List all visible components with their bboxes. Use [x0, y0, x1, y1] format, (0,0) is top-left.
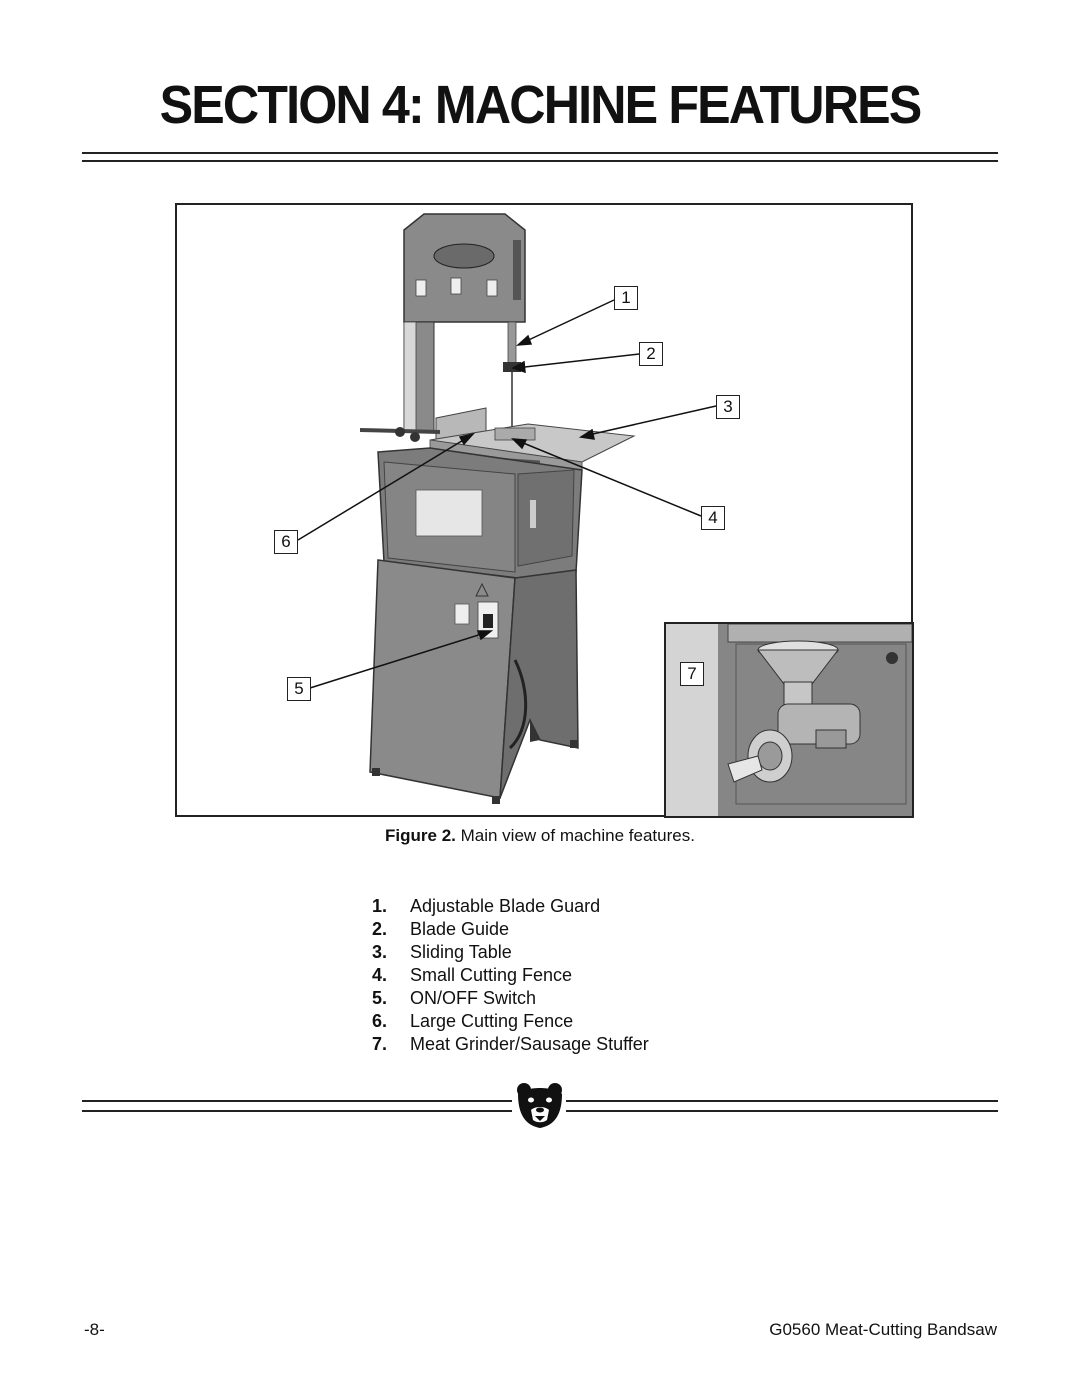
list-item-number: 1. — [372, 896, 388, 916]
footer-rule-right-1 — [566, 1100, 998, 1102]
list-item: 7. Meat Grinder/Sausage Stuffer — [372, 1033, 649, 1056]
list-item: 5. ON/OFF Switch — [372, 987, 649, 1010]
list-item: 1. Adjustable Blade Guard — [372, 895, 649, 918]
list-item-label: Meat Grinder/Sausage Stuffer — [410, 1034, 649, 1054]
list-item-label: ON/OFF Switch — [410, 988, 537, 1008]
list-item-label: Small Cutting Fence — [410, 965, 573, 985]
footer-rule-left-2 — [82, 1110, 512, 1112]
callout-7: 7 — [680, 662, 704, 686]
list-item-number: 6. — [372, 1011, 388, 1031]
list-item: 3. Sliding Table — [372, 941, 649, 964]
list-item-number: 4. — [372, 965, 388, 985]
list-item-number: 2. — [372, 919, 388, 939]
page-number: -8- — [84, 1320, 105, 1339]
page-title: SECTION 4: MACHINE FEATURES — [159, 75, 923, 135]
list-item-number: 3. — [372, 942, 388, 962]
callout-2: 2 — [639, 342, 663, 366]
list-item: 2. Blade Guide — [372, 918, 649, 941]
list-item-label: Adjustable Blade Guard — [410, 896, 601, 916]
header-rule-bottom — [82, 160, 998, 162]
document-title: G0560 Meat-Cutting Bandsaw — [769, 1320, 997, 1339]
callout-5: 5 — [287, 677, 311, 701]
callout-4: 4 — [701, 506, 725, 530]
list-item-number: 7. — [372, 1034, 388, 1054]
callout-3: 3 — [716, 395, 740, 419]
list-item-number: 5. — [372, 988, 388, 1008]
list-item-label: Sliding Table — [410, 942, 512, 962]
figure-caption-text: Main view of machine features. — [455, 826, 695, 845]
list-item: 4. Small Cutting Fence — [372, 964, 649, 987]
feature-list: 1. Adjustable Blade Guard 2. Blade Guide 3… — [372, 895, 649, 1056]
figure-caption-label: Figure 2. — [385, 826, 456, 845]
callout-6: 6 — [274, 530, 298, 554]
list-item: 6. Large Cutting Fence — [372, 1010, 649, 1033]
callout-1: 1 — [614, 286, 638, 310]
header-rule-top — [82, 152, 998, 154]
figure-caption: Figure 2. Main view of machine features. — [0, 826, 1080, 846]
grinder-inset — [664, 622, 914, 818]
footer-rule-right-2 — [566, 1110, 998, 1112]
footer-rule-left-1 — [82, 1100, 512, 1102]
list-item-label: Blade Guide — [410, 919, 510, 939]
list-item-label: Large Cutting Fence — [410, 1011, 574, 1031]
